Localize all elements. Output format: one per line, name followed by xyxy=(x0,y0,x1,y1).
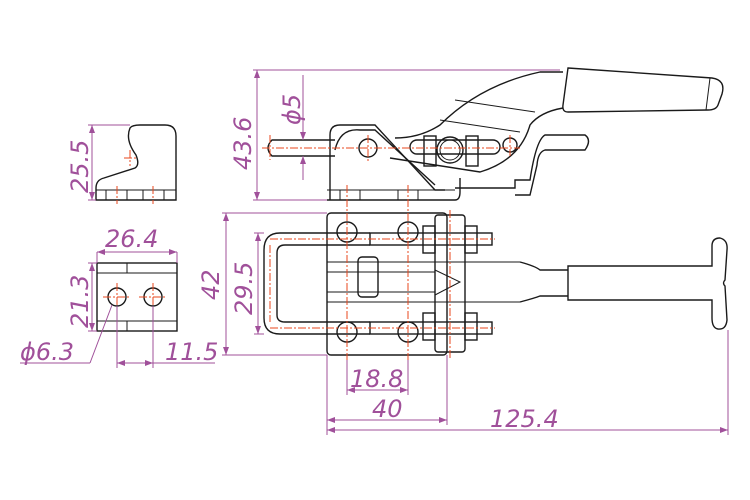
dim-bracket-hole-diameter: ϕ6.3 xyxy=(20,338,74,366)
bracket-block xyxy=(96,262,178,332)
handle-arm xyxy=(394,71,563,139)
dim-bracket-height: 25.5 xyxy=(66,140,94,193)
dim-bracket-depth: 21.3 xyxy=(66,275,94,328)
handle-grip xyxy=(562,67,724,113)
dim-bracket-hole-spacing: 11.5 xyxy=(165,338,218,366)
dim-bracket-width: 26.4 xyxy=(105,225,158,253)
dim-height-overall: 43.6 xyxy=(229,117,257,170)
dim-hole-spacing: 18.8 xyxy=(350,365,403,393)
latch-hook xyxy=(455,134,590,196)
roller xyxy=(436,136,464,164)
dim-overall-length: 125.4 xyxy=(490,405,559,433)
base-plate xyxy=(326,212,448,356)
u-bolt xyxy=(263,232,370,335)
bracket-side-view: 25.5 xyxy=(66,124,177,204)
bracket-top-view: 26.4 21.3 11.5 ϕ6.3 xyxy=(20,225,218,368)
dim-ubolt-width: 29.5 xyxy=(230,262,258,315)
bracket-profile xyxy=(95,124,177,201)
top-view: 42 29.5 18.8 40 125.4 xyxy=(197,185,729,435)
t-handle xyxy=(567,237,728,330)
side-view: 43.6 ϕ5 xyxy=(229,67,724,205)
dim-base-length: 40 xyxy=(372,395,403,423)
dim-pin-diameter: ϕ5 xyxy=(278,94,306,125)
dim-base-width: 42 xyxy=(197,269,225,300)
